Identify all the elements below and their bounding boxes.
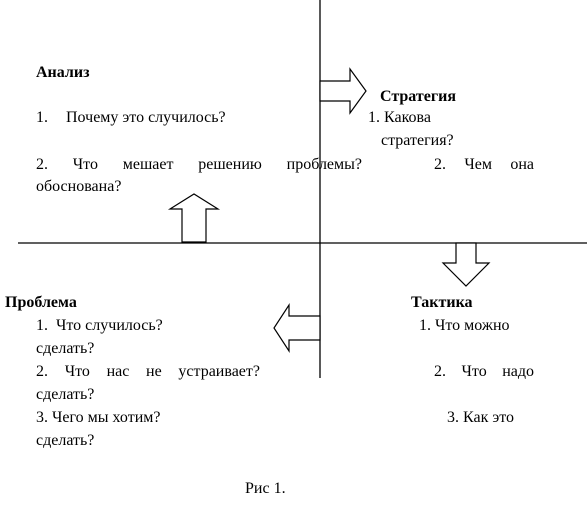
analysis-title: Анализ bbox=[36, 64, 90, 81]
problem-item1-line1: 1. Что случилось? bbox=[36, 317, 163, 334]
tactics-item3-line1: 3. Как это bbox=[447, 409, 514, 426]
problem-item1-line2: сделать? bbox=[36, 340, 95, 357]
analysis-item2-line1: 2. Что мешает решению проблемы? bbox=[36, 156, 362, 173]
analysis-item1-number: 1. bbox=[36, 109, 48, 126]
tactics-item1-line1: 1. Что можно bbox=[419, 317, 510, 334]
arrow-down-icon bbox=[441, 242, 491, 287]
analysis-item1-text: Почему это случилось? bbox=[66, 109, 226, 126]
problem-item3-line2: сделать? bbox=[36, 432, 95, 449]
arrow-up-icon bbox=[167, 193, 221, 243]
strategy-title: Стратегия bbox=[380, 88, 456, 105]
strategy-item1-line2: стратегия? bbox=[381, 132, 454, 149]
tactics-item2-line1: 2. Что надо bbox=[434, 363, 534, 380]
problem-item2-line2: сделать? bbox=[36, 386, 95, 403]
analysis-item2-line2: обоснована? bbox=[36, 178, 122, 195]
problem-item3-line1: 3. Чего мы хотим? bbox=[36, 409, 161, 426]
arrow-left-icon bbox=[273, 302, 321, 354]
problem-title: Проблема bbox=[5, 294, 77, 311]
tactics-title: Тактика bbox=[411, 294, 473, 311]
strategy-item1-line1: 1. Какова bbox=[368, 109, 431, 126]
problem-item2-line1: 2. Что нас не устраивает? bbox=[36, 363, 260, 380]
arrow-right-icon bbox=[319, 67, 367, 115]
strategy-item2-line1: 2. Чем она bbox=[434, 156, 534, 173]
figure-caption: Рис 1. bbox=[245, 480, 286, 497]
